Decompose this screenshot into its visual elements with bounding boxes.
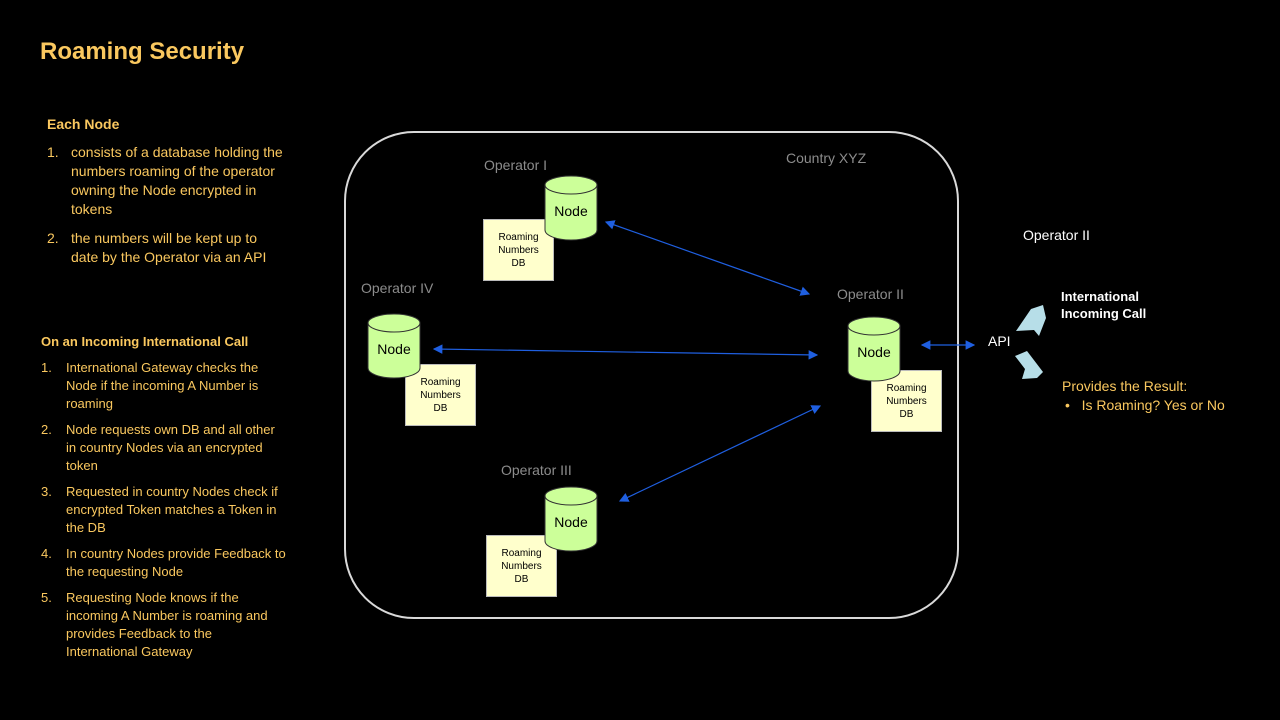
operator-4-label: Operator IV [361, 280, 434, 296]
right-operator-label: Operator II [1023, 227, 1090, 243]
list-item: 2.Node requests own DB and all other in … [41, 422, 275, 473]
arrow-op1-op2 [604, 220, 811, 296]
api-label: API [988, 333, 1011, 349]
each-node-heading: Each Node [47, 116, 120, 132]
page-title: Roaming Security [40, 38, 245, 65]
list-item: 5.Requesting Node knows if the incoming … [41, 590, 268, 659]
node-cylinder-op2: Node [847, 316, 901, 382]
result-arrow-icon [1015, 351, 1043, 379]
arrow-op3-op2 [618, 405, 822, 502]
node-cylinder-op3: Node [544, 486, 598, 552]
operator-2-label: Operator II [837, 286, 904, 302]
list-item: 2.the numbers will be kept up to date by… [47, 230, 267, 265]
incoming-section: On an Incoming International Call 1.Inte… [41, 334, 286, 669]
list-item: 1.International Gateway checks the Node … [41, 360, 259, 411]
arrow-op4-op2 [432, 344, 819, 360]
operator-1-label: Operator I [484, 157, 548, 173]
operator-3-label: Operator III [501, 462, 572, 478]
incoming-heading: On an Incoming International Call [41, 334, 249, 349]
list-item: 3.Requested in country Nodes check if en… [41, 484, 278, 535]
node-cylinder-op1: Node [544, 175, 598, 241]
country-label: Country XYZ [786, 150, 867, 166]
result-text: Provides the Result: • Is Roaming? Yes o… [1062, 378, 1225, 413]
each-node-section: Each Node 1.consists of a database holdi… [47, 116, 287, 277]
list-item: 1.consists of a database holding the num… [47, 144, 283, 217]
country-boundary [344, 131, 959, 619]
incoming-arrow-icon [1016, 305, 1046, 336]
list-item: 4.In country Nodes provide Feedback to t… [41, 546, 286, 579]
node-cylinder-op4: Node [367, 313, 421, 379]
